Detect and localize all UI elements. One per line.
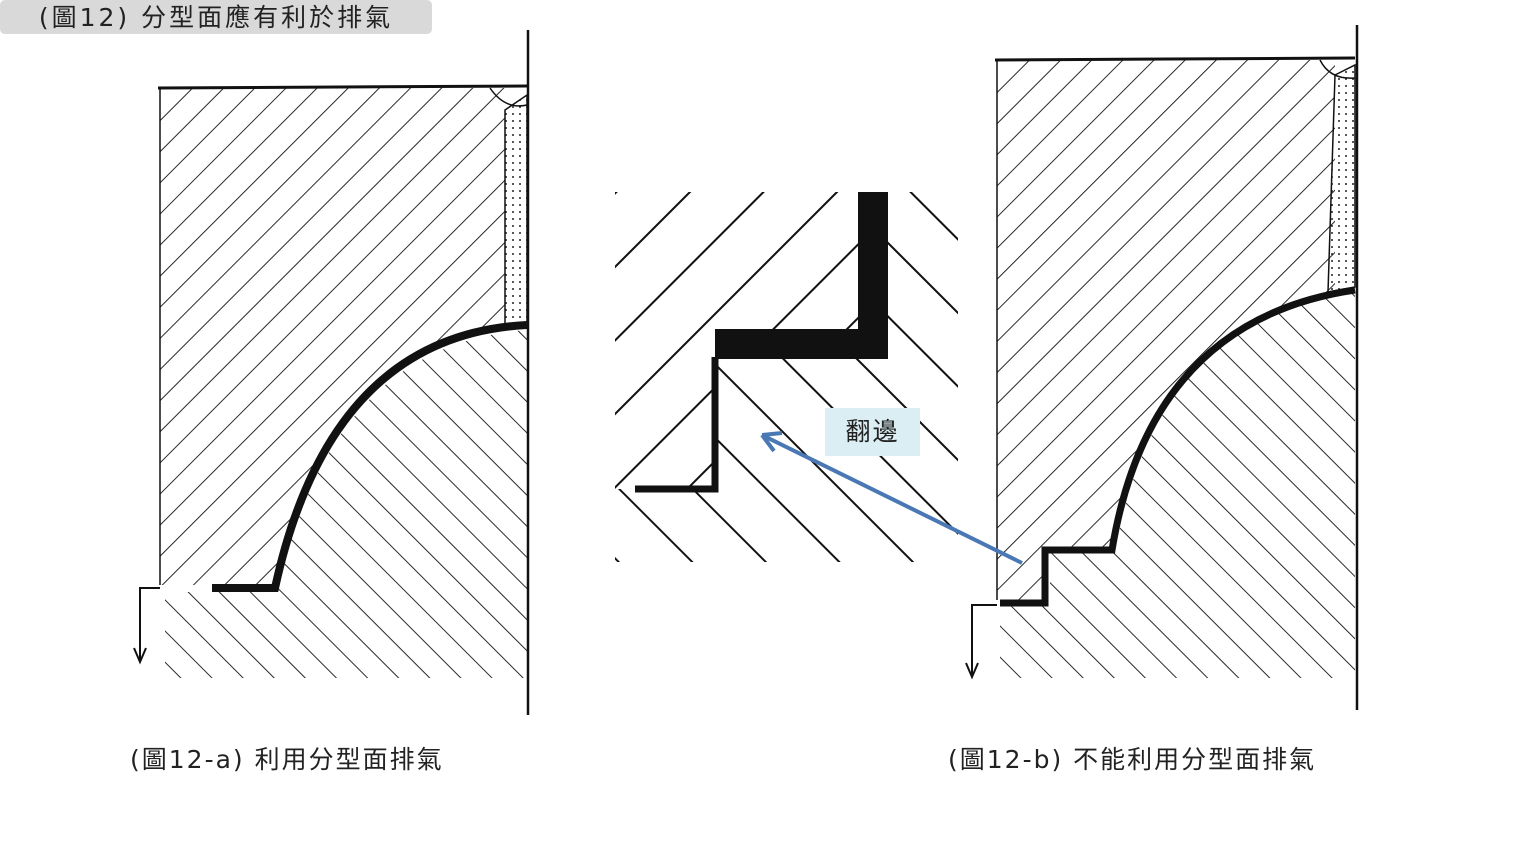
figure-a-drawing [133, 30, 530, 715]
gate-curve-a [489, 87, 528, 107]
top-edge-a [157, 84, 528, 90]
main-caption: (圖12) 分型面應有利於排氣 [0, 0, 432, 34]
cavity-outline-b [1000, 286, 1356, 607]
sprue-b [1327, 63, 1356, 293]
lower-mold-a [165, 330, 527, 678]
inset-lower-mold [615, 192, 958, 562]
parting-arrow-b [965, 604, 997, 680]
figure-a-caption: (圖12-a) 利用分型面排氣 [130, 745, 444, 774]
gate-curve-b [1319, 59, 1356, 79]
inset-flash-step [635, 357, 719, 493]
flash-label: 翻邊 [825, 408, 920, 456]
flash-arrow-head [760, 431, 783, 453]
parting-arrow-a [133, 587, 160, 665]
upper-mold-b [997, 60, 1335, 600]
flash-arrow-shaft [761, 433, 1023, 565]
figure-b-caption: (圖12-b) 不能利用分型面排氣 [948, 745, 1317, 774]
sprue-a [504, 93, 528, 326]
top-edge-b [994, 56, 1356, 62]
cavity-outline-a [212, 321, 528, 592]
inset-cavity-outline [715, 192, 888, 359]
inset-zoom [615, 192, 958, 562]
figure-b-drawing [965, 25, 1359, 710]
lower-mold-b [1000, 290, 1355, 678]
upper-mold-a [160, 88, 505, 585]
flash-arrow [760, 431, 1023, 565]
